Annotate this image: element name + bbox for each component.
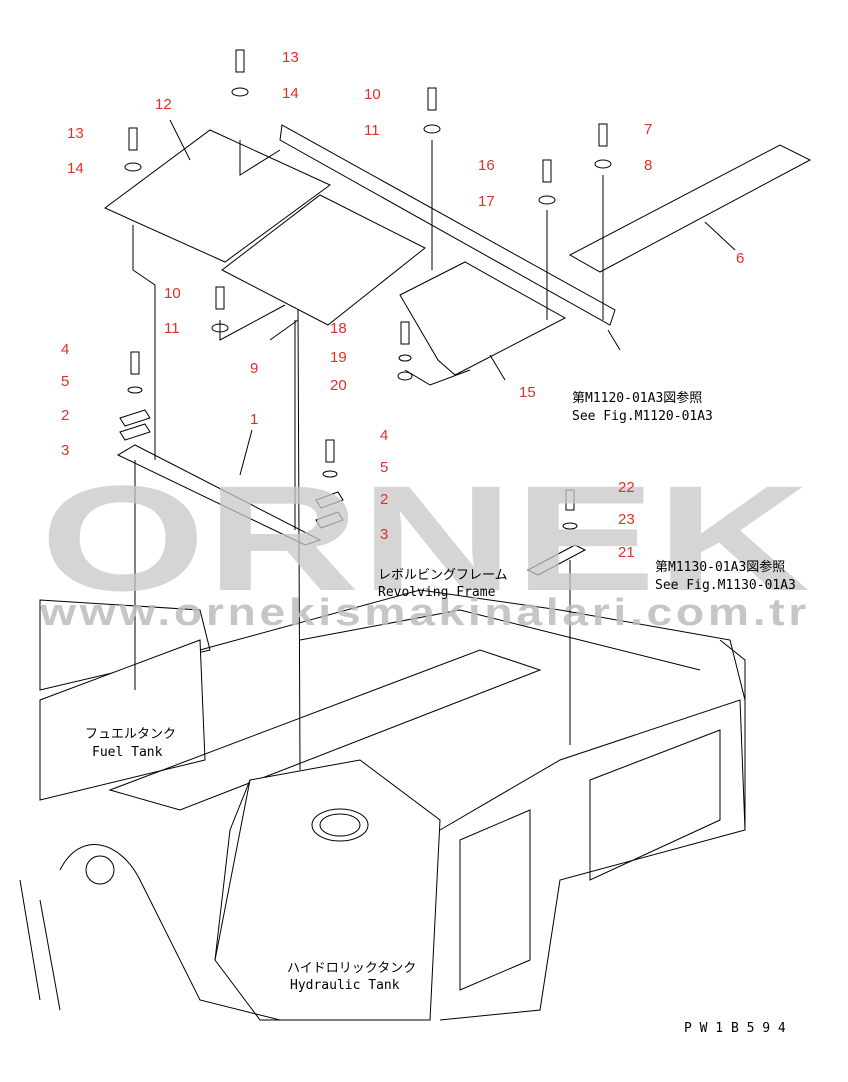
callout: 9 — [250, 360, 258, 377]
callout: 8 — [644, 157, 652, 174]
callout: 2 — [61, 407, 69, 424]
fuel-tank-label-jp: フュエルタンク — [85, 727, 176, 742]
callout: 23 — [618, 511, 635, 528]
reference-note-jp: 第M1120-01A3図参照 — [572, 390, 702, 406]
callout: 22 — [618, 479, 635, 496]
callout: 7 — [644, 121, 652, 138]
drawing-number: P W 1 B 5 9 4 — [684, 1021, 786, 1036]
callout: 20 — [330, 377, 347, 394]
callout: 11 — [164, 320, 180, 337]
callout: 12 — [155, 96, 172, 113]
callout: 11 — [364, 122, 380, 139]
callout: 4 — [61, 341, 69, 358]
callout: 5 — [61, 373, 69, 390]
revolving-frame-label-en: Revolving Frame — [378, 585, 496, 600]
callout: 13 — [282, 49, 299, 66]
hydraulic-tank-label-en: Hydraulic Tank — [290, 978, 400, 993]
callout: 18 — [330, 320, 347, 337]
watermark-brand: ORNEK — [40, 454, 810, 622]
watermark: ORNEK www.ornekismakinalari.com.tr — [39, 454, 810, 634]
notes: 第M1120-01A3図参照 See Fig.M1120-01A3 第M1130… — [85, 390, 796, 1036]
reference-note-jp: 第M1130-01A3図参照 — [655, 559, 785, 575]
callout: 13 — [67, 125, 84, 142]
callout: 17 — [478, 193, 495, 210]
callout: 14 — [67, 160, 84, 177]
callout: 1 — [250, 411, 258, 428]
callout: 10 — [164, 285, 181, 302]
callout: 14 — [282, 85, 299, 102]
callout: 19 — [330, 349, 347, 366]
callout: 4 — [380, 427, 388, 444]
hydraulic-tank-label-jp: ハイドロリックタンク — [287, 961, 416, 976]
revolving-frame-drawing — [19, 589, 746, 1021]
reference-note-en: See Fig.M1130-01A3 — [655, 578, 796, 593]
parts-exploded — [104, 49, 812, 771]
revolving-frame-label-jp: レボルビングフレーム — [378, 568, 508, 583]
callouts: 13 14 12 13 14 10 11 7 8 16 17 6 10 11 9… — [61, 49, 744, 561]
callout: 5 — [380, 459, 388, 476]
callout: 21 — [618, 544, 635, 561]
callout: 10 — [364, 86, 381, 103]
bolts — [119, 49, 612, 530]
callout: 3 — [380, 526, 388, 543]
callout: 16 — [478, 157, 495, 174]
callout: 2 — [380, 491, 388, 508]
callout: 6 — [736, 250, 744, 267]
fuel-tank-label-en: Fuel Tank — [92, 745, 163, 760]
callout: 15 — [519, 384, 536, 401]
watermark-url: www.ornekismakinalari.com.tr — [39, 592, 810, 634]
callout: 3 — [61, 442, 69, 459]
reference-note-en: See Fig.M1120-01A3 — [572, 409, 713, 424]
